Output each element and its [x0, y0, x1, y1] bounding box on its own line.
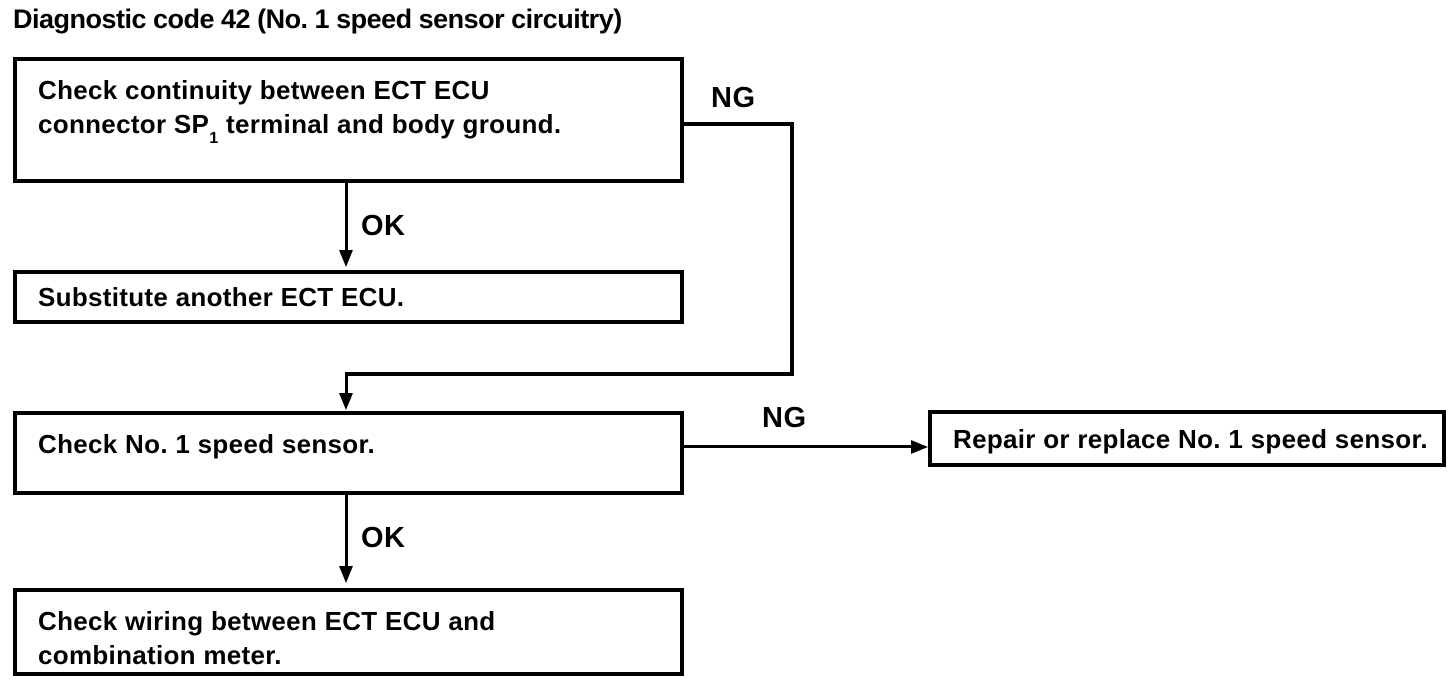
ng1-elbow-top-hline [683, 122, 794, 126]
node-check-continuity-line2-post: terminal and body ground. [218, 109, 562, 139]
node-substitute-ecu: Substitute another ECT ECU. [13, 270, 684, 324]
ng-label-2: NG [762, 402, 807, 434]
ng1-connector-stub [345, 374, 348, 394]
ok1-connector-line [345, 183, 348, 251]
node-check-continuity: Check continuity between ECT ECU connect… [13, 57, 684, 183]
ng1-elbow-vline [790, 122, 794, 376]
ng1-arrowhead-down-icon [339, 393, 353, 410]
node-repair-speed-sensor: Repair or replace No. 1 speed sensor. [928, 410, 1446, 467]
ng-label-1: NG [711, 82, 756, 114]
node-check-wiring: Check wiring between ECT ECU and combina… [13, 588, 684, 676]
ok2-arrowhead-down-icon [339, 566, 353, 583]
ng2-connector-line [683, 445, 912, 448]
ng2-arrowhead-right-icon [911, 440, 928, 454]
node-substitute-ecu-text: Substitute another ECT ECU. [38, 282, 405, 312]
node-check-wiring-line2: combination meter. [38, 640, 282, 670]
node-check-continuity-line2: connector SP1 terminal and body ground. [38, 107, 662, 146]
ok2-connector-line [345, 495, 348, 567]
page-title: Diagnostic code 42 (No. 1 speed sensor c… [13, 4, 622, 34]
ok1-arrowhead-down-icon [339, 250, 353, 267]
node-repair-speed-sensor-text: Repair or replace No. 1 speed sensor. [953, 423, 1428, 454]
node-check-continuity-line1: Check continuity between ECT ECU [38, 75, 490, 105]
node-check-speed-sensor: Check No. 1 speed sensor. [13, 411, 684, 495]
node-check-speed-sensor-text: Check No. 1 speed sensor. [38, 429, 375, 459]
node-check-continuity-line2-pre: connector SP [38, 109, 210, 139]
ok-label-2: OK [361, 522, 406, 554]
sp1-subscript: 1 [209, 129, 219, 148]
ng1-elbow-bottom-hline [345, 372, 794, 376]
ok-label-1: OK [361, 210, 406, 242]
node-check-wiring-line1: Check wiring between ECT ECU and [38, 606, 496, 636]
